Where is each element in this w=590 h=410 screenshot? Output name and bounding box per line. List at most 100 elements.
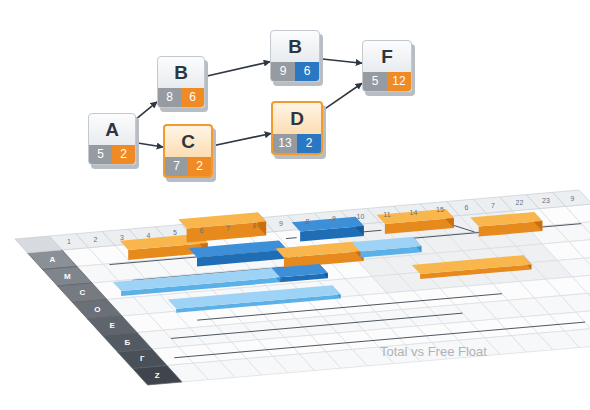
row-header-cell (88, 316, 138, 336)
row-header-cell (103, 333, 153, 353)
bar-top (178, 212, 266, 228)
activity-node: C 72 (163, 124, 213, 178)
node-letter: C (165, 131, 211, 153)
grid-cell (576, 310, 590, 329)
dependency-arrow (323, 83, 362, 110)
grid-cell (584, 256, 590, 275)
activity-node: B 96 (270, 30, 320, 82)
bar-top (412, 255, 532, 274)
dependency-arrow (213, 133, 271, 145)
bar-top (113, 268, 280, 291)
axis-number: 9 (279, 220, 283, 227)
dependency-arrow (205, 62, 270, 77)
gantt-bar (178, 212, 266, 242)
gantt-bar (272, 264, 328, 282)
gantt-bars (113, 209, 543, 313)
row-label: M (64, 272, 71, 281)
row-label: C (79, 288, 85, 297)
duration-cell: 8 (158, 88, 181, 107)
float-cell: 6 (181, 88, 204, 107)
bar-top (189, 240, 288, 257)
grid-cell (573, 275, 590, 294)
duration-cell: 9 (271, 62, 295, 81)
grid-cell (588, 291, 590, 310)
axis-number: 5 (173, 229, 177, 236)
axis-number: 15 (436, 206, 444, 213)
grid-cell (566, 204, 590, 223)
row-header-cell (133, 366, 182, 386)
axis-number: 23 (542, 197, 550, 204)
float-cell: 12 (387, 72, 411, 91)
duration-cell: 7 (165, 157, 188, 176)
dependency-line (286, 237, 297, 239)
duration-cell: 5 (89, 145, 112, 164)
gantt-bar (189, 240, 288, 266)
node-letter: D (273, 108, 321, 130)
bar-top (352, 237, 421, 252)
activity-node: F512 (362, 40, 412, 92)
activity-node: A 52 (88, 113, 136, 165)
axis-number: 3 (120, 234, 124, 241)
float-cell: 6 (295, 62, 319, 81)
row-header-cell (58, 283, 108, 303)
row-header-cell (73, 300, 123, 320)
bar-top (276, 242, 364, 258)
row-header (28, 250, 183, 385)
gantt-bar (113, 268, 280, 296)
bar-top (168, 285, 341, 309)
grid-cell (581, 221, 590, 240)
float-cell: 2 (112, 145, 135, 164)
axis-number: 9 (570, 195, 574, 202)
axis-number: 22 (516, 199, 524, 206)
axis-number: 6 (464, 204, 468, 211)
axis-number: 1 (67, 238, 71, 245)
axis-number: 2 (93, 236, 97, 243)
dependency-line (174, 322, 585, 358)
axis-cell (553, 190, 590, 206)
bar-top (470, 212, 542, 227)
dependency-line (171, 313, 463, 338)
axis-number: 7 (491, 202, 495, 209)
dependency-arrow (320, 59, 362, 64)
node-letter: B (271, 36, 319, 58)
corner-cell (15, 236, 62, 253)
dependency-arrow (136, 143, 163, 147)
axis-number: 7 (226, 225, 230, 232)
gantt-bar (412, 255, 532, 279)
row-header-cell (43, 267, 93, 287)
gantt-bar (168, 285, 341, 313)
axis-number: 4 (146, 232, 150, 239)
gantt-bar (352, 237, 421, 258)
node-letter: A (89, 119, 135, 141)
grid-cell (561, 293, 590, 312)
axis-number: 9 (332, 215, 336, 222)
node-letter: B (158, 62, 204, 84)
float-cell: 2 (188, 157, 211, 176)
duration-cell: 13 (273, 134, 297, 153)
row-label: Б (124, 338, 130, 347)
dependency-arrow (136, 102, 157, 119)
grid (62, 204, 590, 382)
bar-top (272, 264, 328, 277)
node-letter: F (363, 46, 411, 68)
row-label: O (94, 305, 100, 314)
axis-number: 6 (199, 227, 203, 234)
axis-number: 8 (305, 218, 309, 225)
axis-number: 14 (410, 209, 418, 216)
gantt-bar (470, 212, 542, 237)
row-label: Г (140, 354, 145, 363)
row-header-cell (118, 349, 168, 369)
float-cell: 2 (297, 134, 321, 153)
bar-top (292, 217, 364, 232)
activity-node: D 132 (271, 101, 323, 155)
axis-number: 11 (383, 211, 390, 218)
axis-number: 10 (357, 213, 365, 220)
row-label: Z (155, 371, 160, 380)
row-label: E (110, 321, 115, 330)
row-header-cell (28, 250, 78, 270)
gantt-bar (292, 217, 364, 242)
grid-cell (569, 239, 590, 258)
gantt-bar (276, 242, 364, 268)
axis-row (49, 190, 590, 250)
caption: Total vs Free Float (380, 344, 487, 359)
